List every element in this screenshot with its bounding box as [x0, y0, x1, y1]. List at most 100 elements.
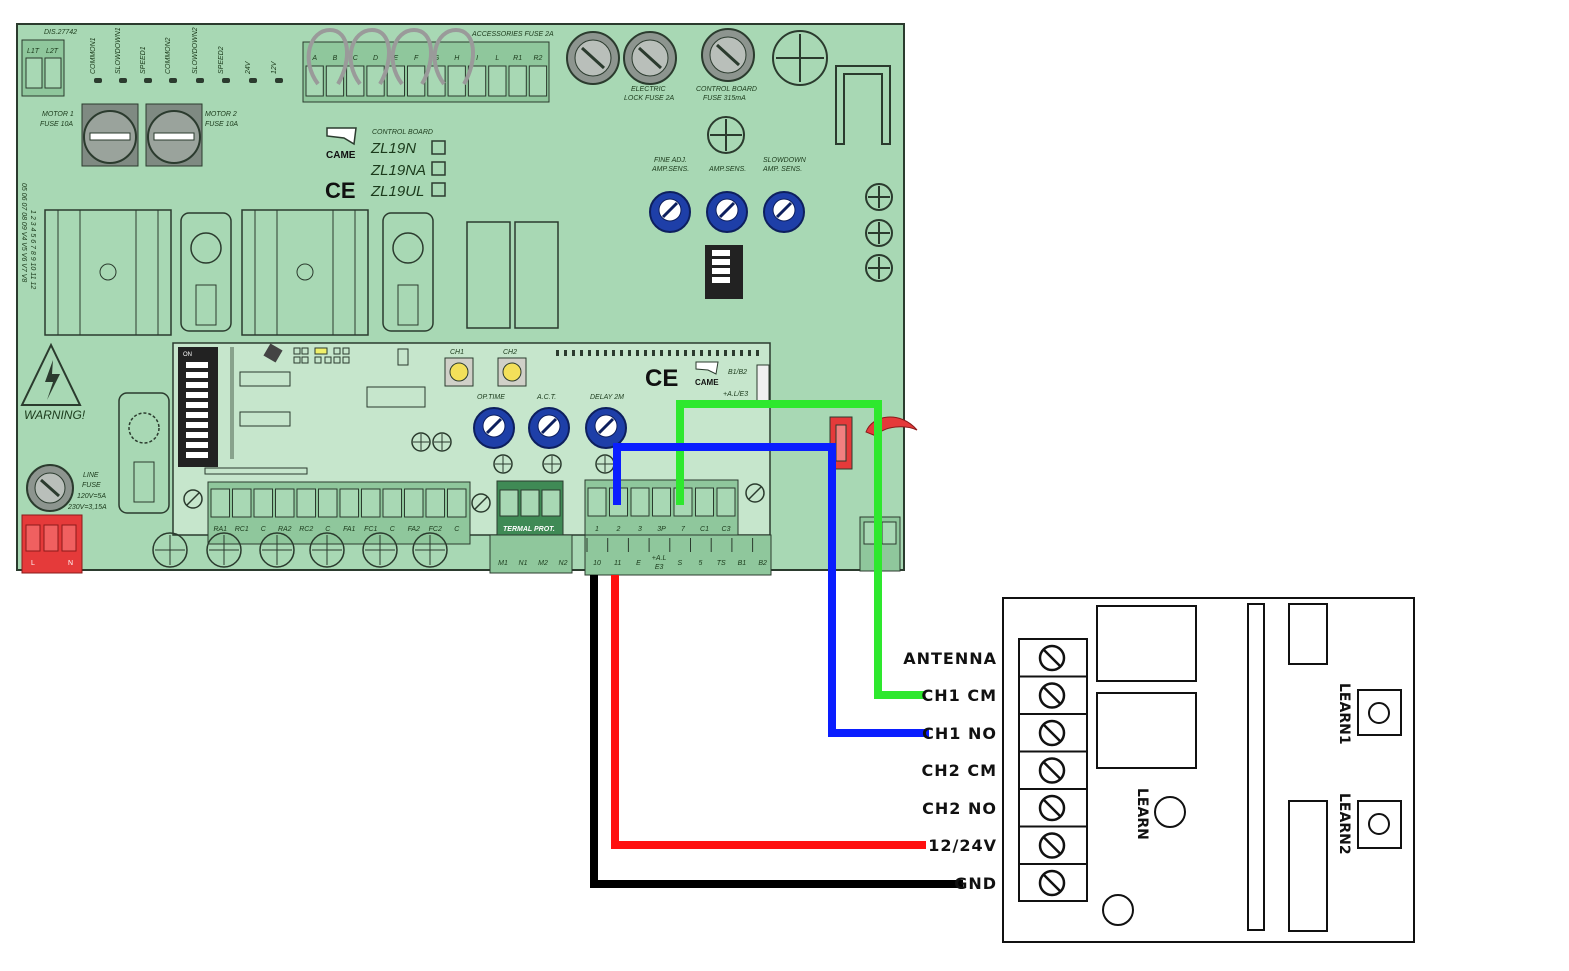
side-labels: 1 2 3 4 5 6 7 8 9 10 11 12: [29, 210, 36, 289]
terminal-screw: [652, 487, 671, 517]
terminal-label: FC1: [364, 526, 377, 533]
came-logo: CAME: [326, 150, 356, 161]
terminal-screw: [1038, 682, 1066, 709]
dip-switch-toggle[interactable]: [186, 452, 208, 458]
terminal-label: L2T: [46, 48, 59, 55]
control-board-fuse-label: CONTROL BOARD: [696, 86, 757, 93]
screw-hole: [471, 493, 491, 513]
terminal-label: L: [495, 55, 499, 62]
dip-switch-toggle[interactable]: [186, 372, 208, 378]
trimmer-label: A.C.T.: [536, 394, 556, 401]
trimmer-label: AMP. SENS.: [762, 166, 802, 173]
dip-switch-toggle[interactable]: [186, 362, 208, 368]
learn1-button[interactable]: [1357, 689, 1402, 736]
terminal-slot: [1043, 874, 1061, 892]
ch1-no-terminal-label: CH1 NO: [922, 724, 997, 743]
terminal-label: 1: [595, 526, 599, 533]
mounting-hole: [412, 532, 448, 568]
dip-switch-toggle[interactable]: [186, 382, 208, 388]
line-fuse-label: FUSE: [82, 482, 101, 489]
terminal-label: I: [476, 55, 478, 62]
dip-switch-toggle[interactable]: [186, 442, 208, 448]
terminal-label: N2: [559, 560, 568, 567]
relay-ch1: [1096, 605, 1197, 682]
terminal-screw: [339, 488, 359, 518]
led-label: SPEED2: [218, 46, 225, 74]
terminal-label: C: [325, 526, 331, 533]
terminal-label: L: [31, 560, 35, 567]
terminal-screw: [1038, 794, 1066, 822]
control-board-label: CONTROL BOARD: [372, 129, 433, 136]
line-fuse-rating: 120V=5A: [77, 493, 106, 500]
terminal-label: E3: [655, 564, 664, 571]
terminal-label: G: [434, 55, 440, 62]
dip-switch-toggle[interactable]: [186, 392, 208, 398]
power-terminal: L N: [21, 514, 83, 574]
trimmer-label: AMP.SENS.: [708, 166, 746, 173]
dip-switch-toggle[interactable]: [186, 412, 208, 418]
terminal-screw: [695, 487, 714, 517]
led-label: SLOWDOWN2: [192, 27, 199, 74]
motor2-fuse-rating: FUSE 10A: [205, 121, 238, 128]
control-board: DIS.27742 L1T L2T COMMON1 SLOWDOWN1 SPEE…: [16, 23, 918, 576]
led-label: COMMON1: [90, 37, 97, 74]
terminal-screw: [1038, 869, 1066, 897]
terminal-slot: [1043, 649, 1061, 667]
learn2-button[interactable]: [1357, 800, 1402, 849]
svg-text:05 06 07 08 09 V4 V5 V6 V7 V8: 05 06 07 08 09 V4 V5 V6 V7 V8: [20, 183, 27, 282]
mounting-holes: [152, 532, 448, 568]
side-labels: 05 06 07 08 09 V4 V5 V6 V7 V8: [20, 183, 27, 282]
ch1-button[interactable]: [444, 357, 474, 387]
header-pin: [604, 350, 607, 356]
receiver-module: LEARN LEARN1 LEARN2 ANTENNA CH1 CM CH1 N…: [903, 597, 1415, 943]
ch2-button[interactable]: [497, 357, 527, 387]
led-indicators: COMMON1 SLOWDOWN1 SPEED1 COMMON2 SLOWDOW…: [90, 27, 283, 83]
trimmer-label: SLOWDOWN: [763, 157, 807, 164]
model-zl19ul: ZL19UL: [370, 183, 424, 200]
model-block: CAME CONTROL BOARD ZL19N ZL19NA ZL19UL C…: [325, 127, 446, 203]
led-label: COMMON2: [165, 37, 172, 74]
dip-switch-toggle[interactable]: [186, 422, 208, 428]
ce-mark: CE: [645, 365, 678, 392]
line-fuse-rating: 230V=3,15A: [67, 504, 107, 511]
header-pin: [652, 350, 655, 356]
mounting-hole: [309, 532, 345, 568]
screw-slot: [748, 486, 762, 500]
dip-switch-toggle[interactable]: [186, 432, 208, 438]
terminal-screw: [488, 65, 507, 97]
led-label: SPEED1: [140, 46, 147, 74]
dip-switch-toggle[interactable]: [186, 402, 208, 408]
terminal-label: B1: [738, 560, 747, 567]
header-pin: [716, 350, 719, 356]
terminal-label: A: [311, 55, 317, 62]
svg-text:1 2 3 4 5 6 7 8 9 10 11 12: 1 2 3 4 5 6 7 8 9 10 11 12: [29, 210, 36, 289]
header-pin: [748, 350, 751, 356]
terminal-slot: [1043, 836, 1061, 855]
header-pin: [556, 350, 559, 356]
terminal-label: 2: [616, 526, 621, 533]
screw-hole: [183, 489, 203, 509]
warning-sign: WARNING!: [20, 342, 86, 422]
upper-trimmers: FINE ADJ. AMP.SENS. AMP.SENS. SLOWDOWN A…: [649, 157, 807, 233]
screw-hole: [493, 454, 513, 474]
blue-wire: [613, 443, 929, 737]
gnd-terminal-label: GND: [954, 874, 997, 893]
header-pin: [668, 350, 671, 356]
terminal-label: 3P: [657, 526, 666, 533]
header-pin: [692, 350, 695, 356]
learn-button[interactable]: [1154, 796, 1186, 828]
terminal-screw: [296, 488, 316, 518]
header-pin: [700, 350, 703, 356]
trimmer-slot: [718, 201, 736, 219]
red-wire: [611, 575, 926, 849]
terminal-screw: [587, 487, 607, 517]
model-zl19n: ZL19N: [370, 140, 416, 157]
header-pin: [620, 350, 623, 356]
electric-lock-fuse: ELECTRIC LOCK FUSE 2A: [566, 31, 677, 102]
terminal-label: H: [454, 55, 460, 62]
terminal-label: RA2: [278, 526, 292, 533]
receiver-terminal-block: [1018, 638, 1088, 902]
